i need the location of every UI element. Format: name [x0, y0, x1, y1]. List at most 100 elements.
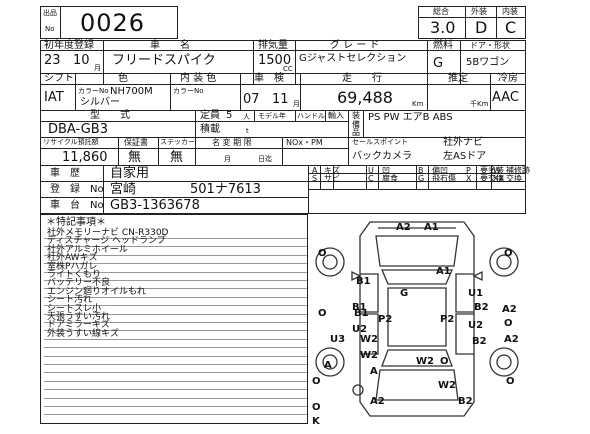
note-rule	[44, 414, 307, 416]
displacement: 1500	[258, 53, 292, 68]
damage-mark: U2	[352, 324, 367, 335]
nox-label: NOx・PM	[286, 138, 323, 147]
legend-key: P	[466, 166, 471, 175]
mileage: 69,488	[337, 88, 393, 107]
legend-key: XX	[493, 174, 504, 183]
note-rule	[44, 355, 307, 357]
damage-mark: A2	[396, 222, 411, 233]
model-code: DBA-GB3	[48, 122, 108, 137]
damage-mark: O	[312, 376, 321, 387]
inspection-label: 車 検	[254, 73, 284, 84]
load-label: 積載	[200, 124, 220, 135]
note-item: ドアミラーキズ	[47, 320, 110, 331]
displacement-label: 排気量	[258, 40, 288, 51]
model-label: 型 式	[90, 110, 130, 121]
damage-mark: P2	[378, 314, 392, 325]
inspection-unit: 月	[293, 100, 300, 108]
legend-key: A	[312, 166, 318, 175]
note-rule	[44, 263, 307, 265]
shift: IAT	[44, 90, 64, 105]
damage-mark: W2	[360, 334, 378, 345]
chassis-number: GB3-1363678	[110, 198, 200, 213]
warranty-label: 保証書	[124, 138, 148, 147]
damage-mark: B1	[354, 308, 369, 319]
note-rule	[44, 322, 307, 323]
lot-label-top: 出品	[43, 9, 57, 17]
damage-mark: W2	[360, 350, 378, 361]
recycle-deposit: 11,860	[62, 150, 108, 165]
sales-point-3: 左ASドア	[443, 151, 487, 162]
damage-mark: A	[370, 366, 378, 377]
legend-value: 補修跡	[506, 166, 530, 175]
note-item: ディスチャージ ヘッドランプ	[47, 236, 166, 247]
registration-label: 登 録 No	[50, 184, 104, 195]
note-rule	[44, 406, 307, 407]
note-rule	[44, 338, 307, 340]
damage-mark: B2	[458, 396, 473, 407]
lot-number: 0026	[80, 9, 146, 37]
damage-mark: G	[400, 288, 408, 299]
damage-mark: U1	[468, 288, 483, 299]
score-box	[418, 6, 526, 39]
registration-number: 501ナ7613	[190, 182, 261, 197]
sales-point-1: 社外ナビ	[443, 137, 483, 148]
equip-label-2: 備	[352, 120, 360, 129]
damage-mark: W2	[416, 356, 434, 367]
damage-mark: B1	[356, 276, 371, 287]
warranty: 無	[128, 150, 142, 165]
history-label: 車 歴	[50, 168, 80, 179]
estimate-unit: 千Km	[470, 100, 489, 108]
damage-mark: A2	[504, 334, 519, 345]
fuel: G	[433, 56, 444, 71]
capacity-unit: 人	[243, 113, 250, 121]
legend-value: キズ	[324, 166, 340, 175]
reg-month: 10	[73, 53, 90, 68]
legend-value: 交換	[506, 174, 522, 183]
sticker-label: ステッカー	[160, 138, 195, 146]
damage-mark: B1	[352, 302, 367, 313]
note-rule	[44, 271, 307, 273]
int-label: 内装	[502, 7, 518, 16]
damage-mark: U2	[468, 320, 483, 331]
damage-mark: O	[312, 402, 321, 413]
damage-mark: P2	[440, 314, 454, 325]
note-item: 社外AWキズ	[47, 253, 98, 264]
note-rule	[44, 364, 307, 365]
reg-year: 23	[44, 53, 61, 68]
lot-label-bottom: No	[45, 25, 55, 33]
damage-mark: O	[504, 318, 513, 329]
color-label: 色	[118, 73, 128, 84]
history: 自家用	[110, 166, 150, 181]
wheels	[315, 247, 519, 396]
reg-label: 初年度登録	[44, 40, 94, 51]
color-no-label: カラーNo	[78, 87, 109, 95]
equip-label-1: 装	[352, 111, 360, 120]
legend-key: B	[418, 166, 424, 175]
legend-key: G	[418, 174, 425, 183]
note-item: シートスレ小	[47, 303, 102, 314]
legend-value: 要塗装	[480, 166, 504, 175]
note-rule	[44, 372, 307, 374]
damage-mark: O	[318, 248, 327, 259]
damage-mark: A2	[502, 304, 517, 315]
displacement-unit: CC	[283, 65, 293, 73]
legend-value: 凹	[382, 166, 390, 175]
grade: Gジャストセレクション	[299, 53, 407, 64]
equip-label-3: 品	[352, 128, 360, 137]
note-item: 社外メモリーナビ CN-R330D	[47, 228, 169, 238]
air-conditioner: AAC	[492, 90, 519, 105]
damage-mark: O	[318, 308, 327, 319]
import-label: 輸入	[328, 111, 344, 120]
legend-key: X	[466, 174, 472, 183]
note-rule	[44, 280, 307, 281]
ext-label: 外装	[471, 7, 487, 16]
mileage-label: 走 行	[342, 73, 382, 84]
lot-box	[40, 6, 178, 39]
damage-mark: U3	[330, 334, 345, 345]
legend-value: サビ	[324, 174, 340, 183]
main-form	[40, 40, 526, 214]
int-grade: C	[505, 18, 517, 37]
load-unit: t	[246, 127, 249, 135]
note-item: 室株Pハガレ	[47, 261, 98, 272]
